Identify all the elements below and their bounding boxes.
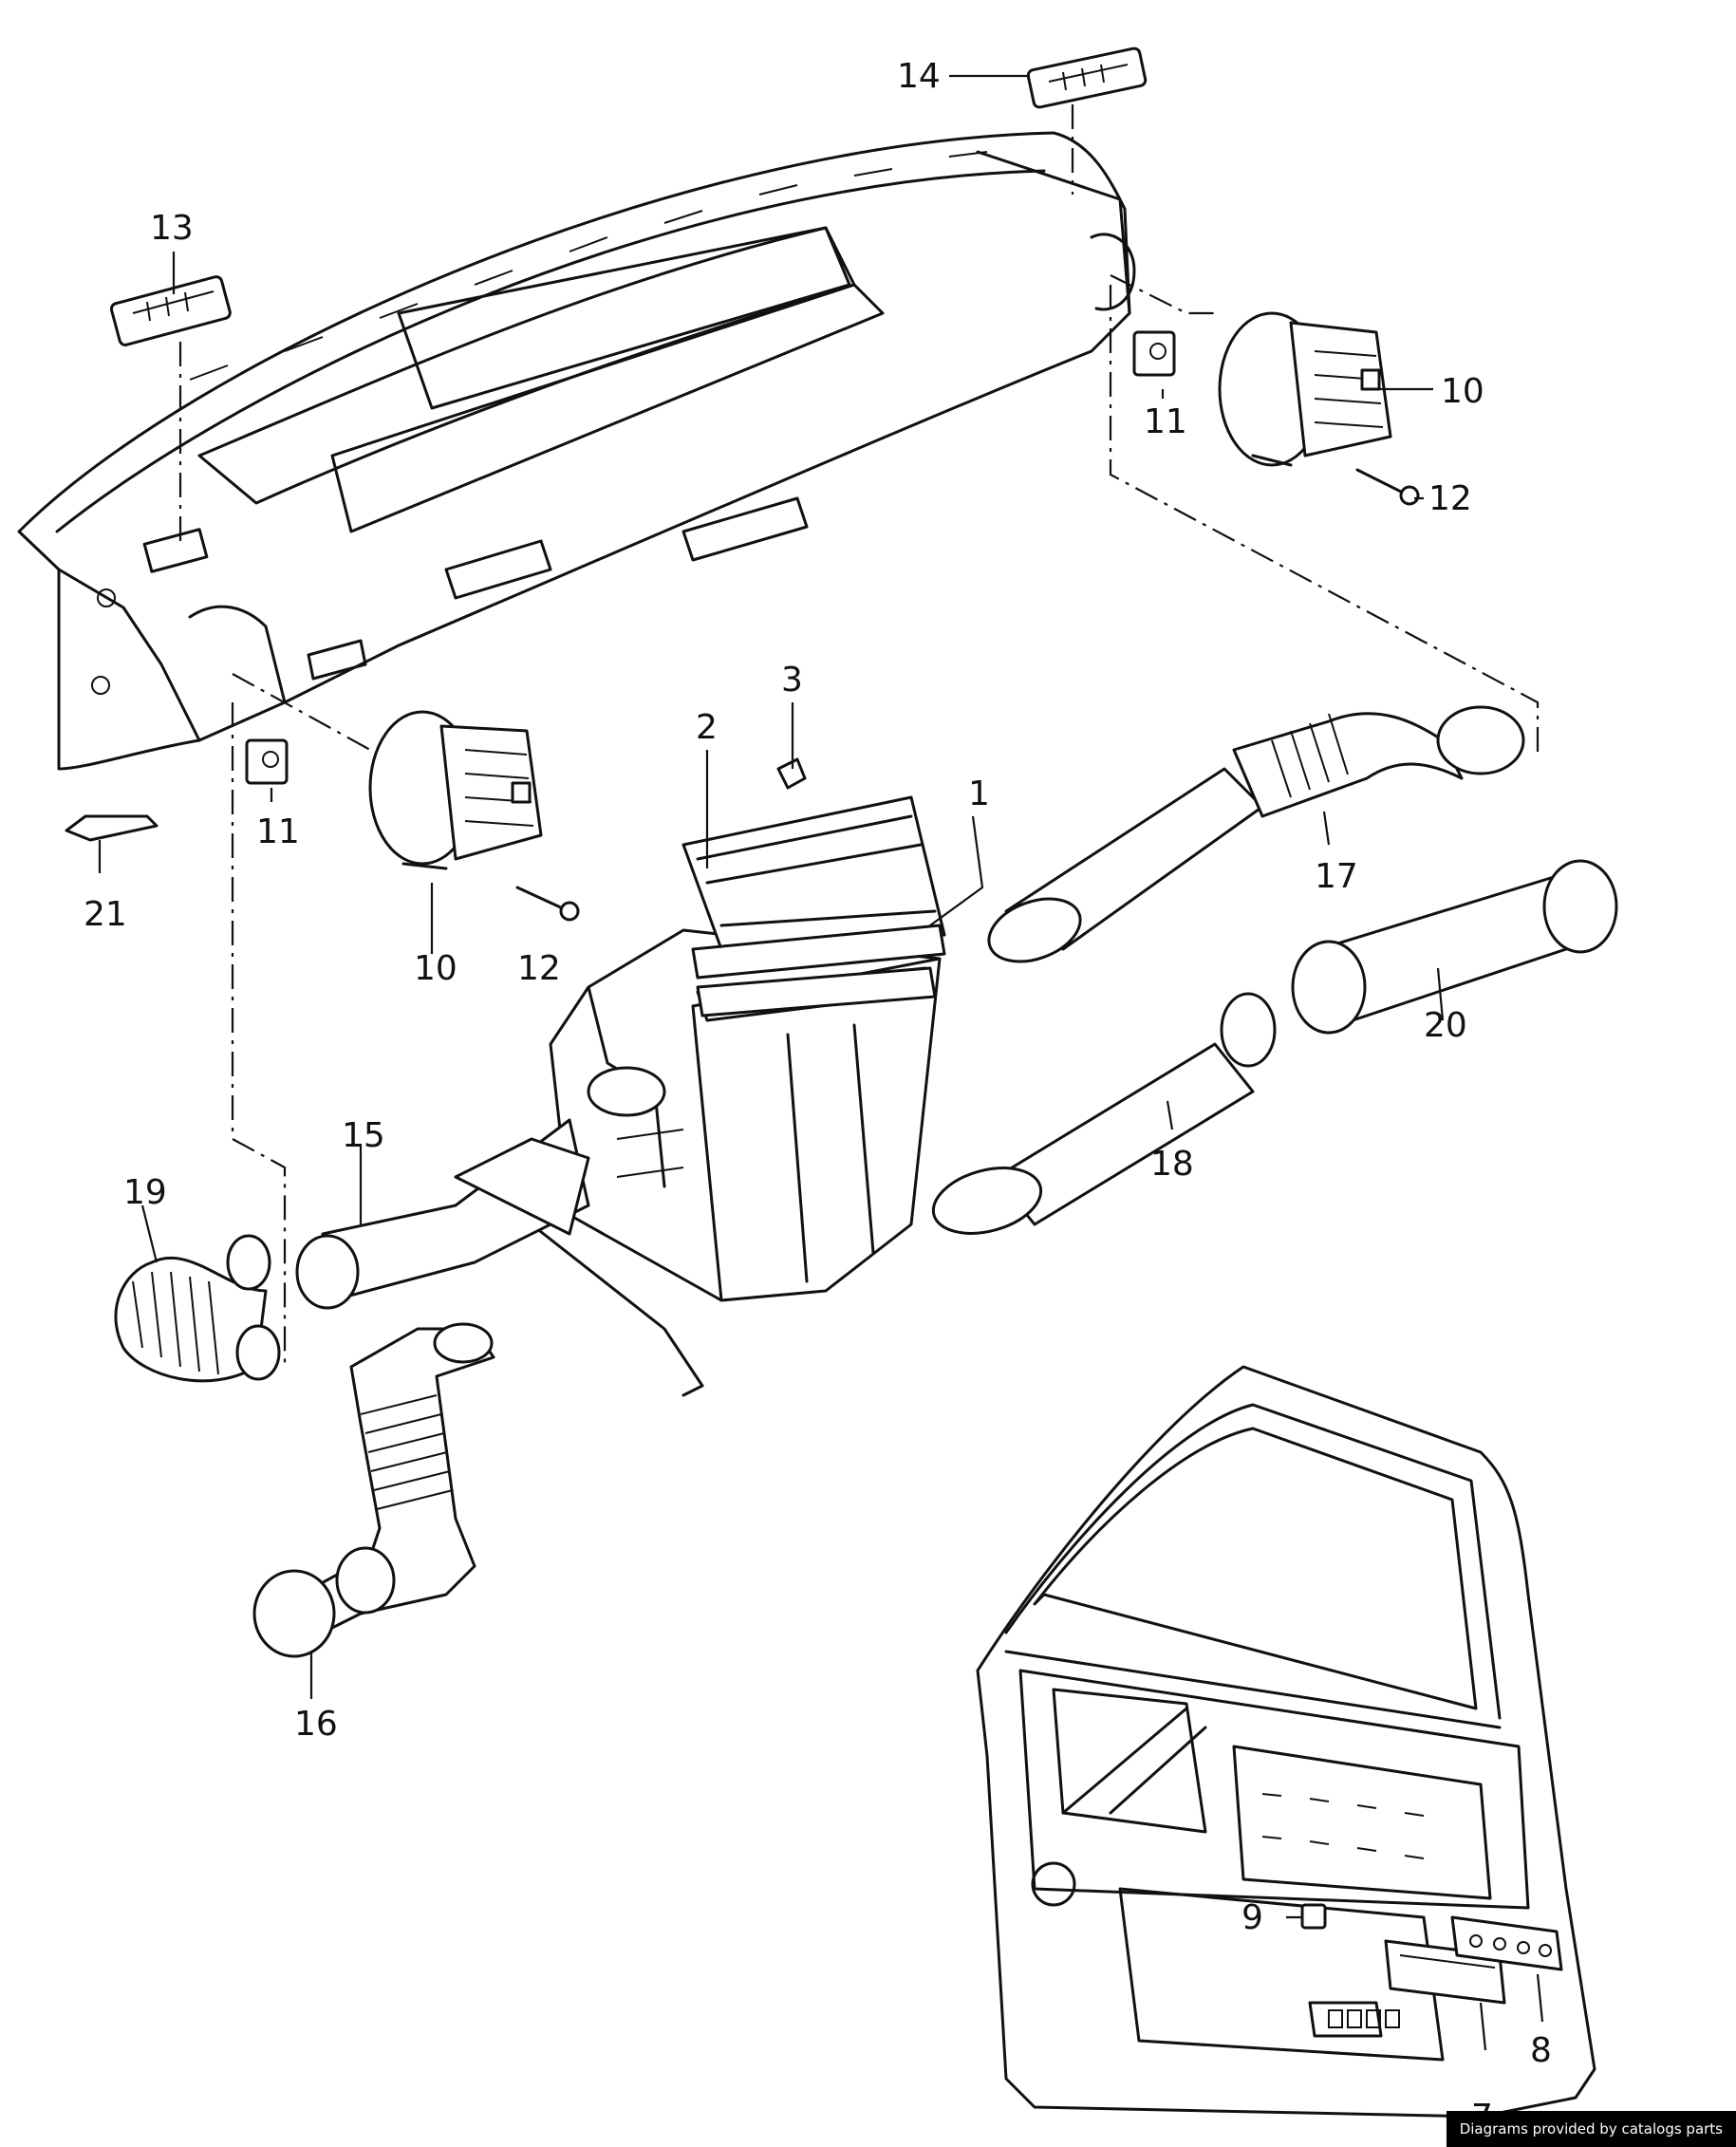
screw-12-right xyxy=(1355,468,1420,506)
callout-13: 13 xyxy=(150,209,194,248)
callout-15: 15 xyxy=(342,1116,385,1155)
callout-12b: 12 xyxy=(517,949,561,988)
clip-11-left xyxy=(245,738,289,785)
callout-21: 21 xyxy=(84,895,127,934)
leader-lines xyxy=(98,74,1544,2051)
cap-9 xyxy=(1300,1903,1327,1930)
callout-17: 17 xyxy=(1315,857,1358,896)
callout-11b: 11 xyxy=(256,812,300,851)
screw-12-left xyxy=(515,886,580,922)
vent-grille-13 xyxy=(109,275,232,346)
clip-3 xyxy=(776,757,807,790)
duct-17 xyxy=(987,705,1525,963)
callout-2: 2 xyxy=(696,708,718,747)
clip-11-right xyxy=(1132,330,1176,377)
callout-labels: 1 2 3 7 8 9 10 10 11 11 12 12 13 14 15 1… xyxy=(84,57,1552,2137)
callout-16: 16 xyxy=(294,1705,338,1744)
callout-10a: 10 xyxy=(1441,372,1484,411)
door-panel xyxy=(976,1365,1596,2119)
side-vent-right-10 xyxy=(1218,311,1392,467)
callout-19: 19 xyxy=(123,1173,167,1212)
side-vent-left-10 xyxy=(368,710,543,870)
callout-12a: 12 xyxy=(1428,479,1472,518)
callout-1: 1 xyxy=(968,775,990,813)
callout-11a: 11 xyxy=(1144,402,1187,441)
callout-20: 20 xyxy=(1424,1006,1467,1045)
callout-3: 3 xyxy=(781,661,803,700)
footer-credit: Diagrams provided by catalogs parts xyxy=(1446,2111,1736,2147)
callout-10b: 10 xyxy=(414,949,457,988)
callout-14: 14 xyxy=(897,57,941,96)
callout-9: 9 xyxy=(1241,1898,1263,1937)
callout-18: 18 xyxy=(1150,1145,1194,1184)
trim-strip-8 xyxy=(1450,1915,1563,1971)
duct-18 xyxy=(931,992,1277,1235)
flex-hose-16 xyxy=(252,1322,495,1658)
duct-20 xyxy=(1291,859,1618,1035)
filter-insert-2 xyxy=(681,795,946,1017)
alignment-lines xyxy=(178,104,1540,1367)
bracket-21 xyxy=(65,814,159,842)
dashboard-panel xyxy=(17,131,1136,771)
callout-8: 8 xyxy=(1530,2031,1552,2070)
duct-15 xyxy=(295,1118,590,1310)
flex-hose-19 xyxy=(114,1234,281,1383)
vent-grille-14 xyxy=(1026,47,1148,109)
